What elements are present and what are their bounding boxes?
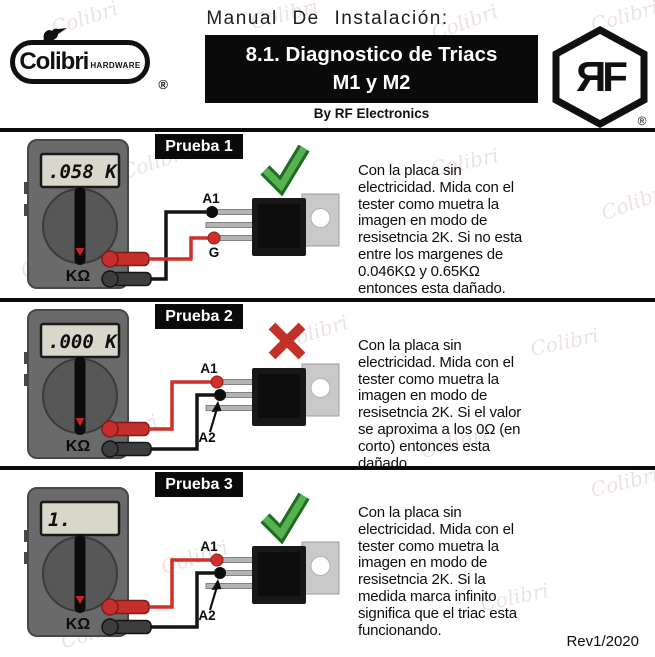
black-probe-jack: [101, 270, 152, 288]
triac-component: [205, 541, 340, 604]
colibri-suffix-text: HARDWARE: [90, 60, 141, 70]
red-probe-jack: [101, 420, 150, 438]
pin-label-g: G: [209, 245, 220, 260]
black-test-wire: [151, 571, 214, 629]
section-divider: [0, 128, 655, 132]
triac-pin-a2: [205, 222, 257, 228]
triac-component: [205, 363, 340, 426]
cross-icon: [268, 322, 306, 360]
red-probe-jack: [101, 598, 150, 616]
triac-mounting-hole: [310, 208, 331, 228]
test-section-prueba-3: Prueba 3 1. KΩ: [0, 466, 655, 657]
check-icon: [260, 144, 310, 197]
rf-logo: ЯF ®: [552, 26, 648, 128]
test-label: Prueba 3: [155, 472, 243, 497]
black-probe-jack: [101, 440, 152, 458]
multimeter: .000 K KΩ: [24, 309, 152, 459]
triac-mounting-hole: [310, 556, 331, 576]
dial-pointer-icon: [75, 596, 85, 604]
rf-letters: ЯF: [576, 53, 627, 100]
triac-body: [252, 198, 306, 256]
triac-pin-g: [217, 235, 257, 241]
test-label: Prueba 2: [155, 304, 243, 329]
colibri-registered-mark: ®: [158, 77, 168, 92]
wiring-diagram-2: .000 K KΩ: [24, 309, 340, 459]
test-description: Con la placa sin electricidad. Mida con …: [358, 337, 522, 472]
pin-label-a1: A1: [200, 361, 218, 376]
connection-dot-a1: [210, 553, 224, 567]
pin-label-a1: A1: [202, 191, 220, 206]
manual-title: Manual De Instalación:: [206, 8, 449, 29]
meter-unit-label: KΩ: [66, 438, 91, 455]
meter-unit-label: KΩ: [66, 616, 91, 633]
black-test-wire: [151, 393, 214, 451]
test-description: Con la placa sin electricidad. Mida con …: [358, 162, 523, 297]
connection-dot-a2: [214, 389, 226, 401]
red-probe-jack: [101, 250, 150, 268]
meter-unit-label: KΩ: [66, 268, 91, 285]
triac-pin-a2: [221, 570, 257, 576]
section-title-box: 8.1. Diagnostico de Triacs M1 y M2: [205, 35, 538, 103]
test-section-prueba-2: Prueba 2 .000 K KΩ: [0, 298, 655, 472]
a2-pointer-arrow: [208, 587, 218, 611]
byline: By RF Electronics: [313, 106, 430, 121]
triac-body: [252, 546, 306, 604]
connection-dot-a1: [210, 375, 224, 389]
colibri-brand-text: Colibri: [19, 48, 89, 75]
multimeter: 1. KΩ: [24, 487, 152, 637]
meter-display-value: .000 K: [48, 331, 118, 353]
section-title-line1: 8.1. Diagnostico de Triacs: [245, 43, 498, 66]
triac-pin-a2: [221, 392, 257, 398]
multimeter: .058 K KΩ: [24, 139, 152, 289]
triac-body: [252, 368, 306, 426]
connection-dot-g: [207, 231, 221, 245]
wiring-diagram-1: .058 K KΩ: [24, 139, 340, 289]
triac-mounting-hole: [310, 378, 331, 398]
meter-display-value: .058 K: [48, 161, 118, 183]
hummingbird-icon: [41, 28, 67, 43]
meter-display-value: 1.: [48, 509, 71, 531]
triac-pin-a1: [218, 379, 257, 385]
connection-dot-a2: [214, 567, 226, 579]
section-title-line2: M1 y M2: [332, 72, 411, 94]
section-divider: [0, 466, 655, 470]
rf-registered-mark: ®: [638, 114, 647, 128]
test-section-prueba-1: Prueba 1 .058 K KΩ: [0, 128, 655, 298]
a2-pointer-arrow: [208, 409, 218, 433]
triac-pin-a1: [213, 209, 257, 215]
test-label: Prueba 1: [155, 134, 243, 159]
wiring-diagram-3: 1. KΩ: [24, 487, 340, 637]
section-divider: [0, 298, 655, 302]
revision-label: Rev1/2020: [566, 633, 639, 650]
dial-pointer-icon: [75, 418, 85, 426]
red-test-wire: [149, 558, 211, 609]
triac-pin-a1: [218, 557, 257, 563]
red-test-wire: [149, 236, 208, 261]
black-test-wire: [151, 210, 206, 281]
pin-label-a1: A1: [200, 539, 218, 554]
black-probe-jack: [101, 618, 152, 636]
triac-component: [205, 193, 340, 256]
connection-dot-a1: [206, 206, 218, 218]
pin-label-a2: A2: [198, 430, 215, 445]
dial-pointer-icon: [75, 248, 85, 256]
red-test-wire: [149, 380, 211, 431]
test-description: Con la placa sin electricidad. Mida con …: [358, 504, 517, 639]
check-icon: [260, 492, 310, 545]
pin-label-a2: A2: [198, 608, 215, 623]
